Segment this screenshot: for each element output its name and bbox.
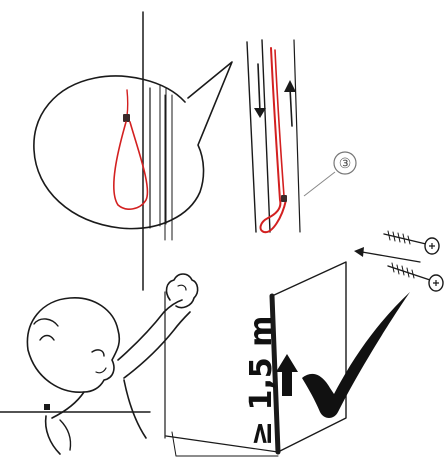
cord-loop-detail bbox=[113, 89, 149, 210]
magnifier-bubble bbox=[33, 61, 233, 230]
height-label: ≥ 1,5 m bbox=[244, 316, 279, 446]
screw-icon bbox=[383, 230, 440, 255]
insert-arrow bbox=[354, 247, 421, 263]
callout-number: ③ bbox=[339, 155, 352, 171]
floor-mark bbox=[44, 404, 50, 410]
callout-3: ③ bbox=[303, 151, 357, 197]
cord-knot bbox=[123, 114, 130, 122]
screws bbox=[354, 230, 444, 292]
cord-panel bbox=[246, 39, 301, 234]
screw-icon bbox=[387, 262, 444, 292]
cord-tie bbox=[281, 195, 287, 202]
arrow-up-icon bbox=[276, 354, 298, 396]
arrow-up-icon bbox=[284, 80, 296, 127]
child-figure bbox=[0, 273, 199, 455]
arrow-down-icon bbox=[254, 63, 266, 118]
checkmark-icon bbox=[302, 292, 410, 418]
height-label-group: ≥ 1,5 m bbox=[244, 316, 279, 446]
wall-panel bbox=[164, 261, 347, 457]
wall-edge-lines bbox=[142, 11, 173, 291]
